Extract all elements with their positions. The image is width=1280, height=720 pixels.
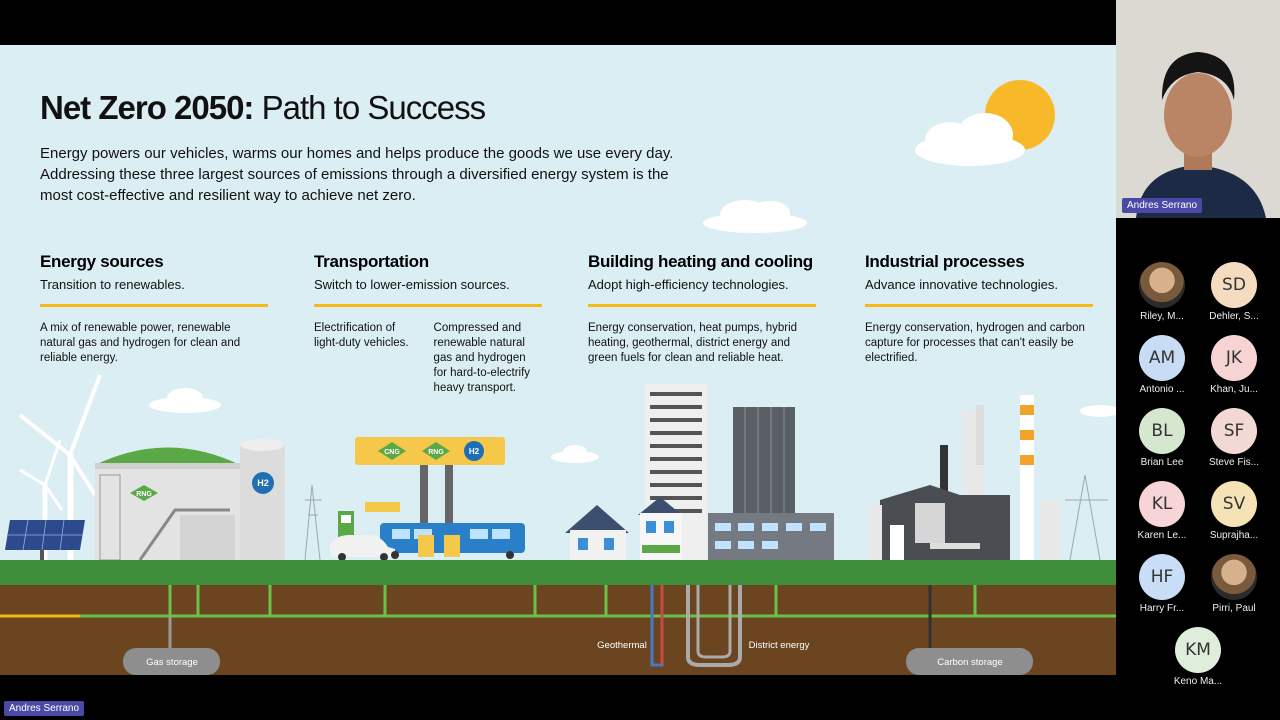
participant-tile[interactable]: SV Suprajha... <box>1198 481 1270 541</box>
participant-avatar: AM <box>1139 335 1185 381</box>
participant-tile[interactable]: SF Steve Fis... <box>1198 408 1270 468</box>
presenter-avatar <box>1116 0 1280 218</box>
participant-tile[interactable]: KM Keno Ma... <box>1162 627 1234 687</box>
district-energy-loop <box>686 585 742 667</box>
participant-avatar: HF <box>1139 554 1185 600</box>
presenter-video[interactable]: Andres Serrano <box>1116 0 1280 218</box>
column-subtitle: Adopt high-efficiency technologies. <box>588 277 789 292</box>
presenter-video-name: Andres Serrano <box>1122 198 1203 213</box>
column-energy-sources: Energy sources Transition to renewables.… <box>40 252 268 366</box>
participant-tile[interactable]: KL Karen Le... <box>1126 481 1198 541</box>
geothermal-label: Geothermal <box>597 640 647 651</box>
participant-name: Riley, M... <box>1140 311 1184 322</box>
participant-tile[interactable]: SD Dehler, S... <box>1198 262 1270 322</box>
column-title: Building heating and cooling <box>588 252 813 271</box>
participant-tile[interactable]: JK Khan, Ju... <box>1198 335 1270 395</box>
gas-storage-label: Gas storage <box>146 657 198 668</box>
power-tower-icon <box>304 474 1108 561</box>
fuel-station <box>330 437 525 561</box>
ground-surface <box>0 560 1116 585</box>
column-body: Energy conservation, hydrogen and carbon… <box>865 322 1085 364</box>
column-subtitle: Switch to lower-emission sources. <box>314 277 510 292</box>
cng-sign-label: CNG <box>384 449 400 456</box>
column-title: Transportation <box>314 252 429 271</box>
divider <box>314 304 542 307</box>
column-body: A mix of renewable power, renewable natu… <box>40 322 241 364</box>
participant-name: Dehler, S... <box>1209 311 1259 322</box>
cloud-icon <box>149 113 1116 463</box>
presenter-name-tag: Andres Serrano <box>4 701 85 716</box>
column-industrial: Industrial processes Advance innovative … <box>865 252 1093 366</box>
participant-tile[interactable]: BL Brian Lee <box>1126 408 1198 468</box>
participant-name: Keno Ma... <box>1173 676 1223 687</box>
participant-tile[interactable]: HF Harry Fr... <box>1126 554 1198 614</box>
column-subtitle: Transition to renewables. <box>40 277 185 292</box>
column-building-heating: Building heating and cooling Adopt high-… <box>588 252 816 366</box>
divider <box>40 304 268 307</box>
participant-name: Brian Lee <box>1140 457 1184 468</box>
participant-avatar: BL <box>1139 408 1185 454</box>
participant-avatar <box>1139 262 1185 308</box>
participant-name: Pirri, Paul <box>1212 603 1256 614</box>
column-transportation: Transportation Switch to lower-emission … <box>314 252 542 396</box>
energy-scene-illustration: RNG H2 CNG RNG H2 <box>0 80 1116 675</box>
participant-avatar <box>1211 554 1257 600</box>
gas-storage-chamber <box>123 648 220 675</box>
participant-avatar: KM <box>1175 627 1221 673</box>
participant-name: Harry Fr... <box>1139 603 1185 614</box>
divider <box>588 304 816 307</box>
participant-name: Khan, Ju... <box>1210 384 1258 395</box>
column-subtitle: Advance innovative technologies. <box>865 277 1058 292</box>
participant-panel: Andres Serrano Riley, M... SD Dehler, S...… <box>1116 0 1280 720</box>
divider <box>865 304 1093 307</box>
rng-storage-tank <box>95 439 285 561</box>
participant-name: Antonio ... <box>1139 384 1185 395</box>
carbon-storage-label: Carbon storage <box>937 657 1002 668</box>
participant-avatar: JK <box>1211 335 1257 381</box>
rng-sign-label: RNG <box>428 449 444 456</box>
h2-tank-label: H2 <box>257 478 269 488</box>
column-body: Energy conservation, heat pumps, hybrid … <box>588 322 798 364</box>
column-body: Electrification of light-duty vehicles. <box>314 322 409 349</box>
industrial-plant <box>868 395 1060 560</box>
participant-avatar: SD <box>1211 262 1257 308</box>
participant-name: Karen Le... <box>1137 530 1187 541</box>
participant-name: Suprajha... <box>1209 530 1259 541</box>
participant-avatar: KL <box>1139 481 1185 527</box>
h2-sign-label: H2 <box>469 447 480 456</box>
slide-title: Net Zero 2050: Path to Success <box>40 89 486 126</box>
rng-tank-label: RNG <box>136 491 152 498</box>
participant-tile[interactable]: AM Antonio ... <box>1126 335 1198 395</box>
participant-avatar: SV <box>1211 481 1257 527</box>
carbon-storage-chamber <box>906 648 1033 675</box>
participant-tile[interactable]: Riley, M... <box>1126 262 1198 322</box>
participant-avatar: SF <box>1211 408 1257 454</box>
participant-tile[interactable]: Pirri, Paul <box>1198 554 1270 614</box>
column-body-2: Compressed and renewable natural gas and… <box>433 322 531 394</box>
column-title: Industrial processes <box>865 252 1025 271</box>
district-energy-label: District energy <box>749 640 810 651</box>
buildings <box>565 384 834 560</box>
slide-intro: Energy powers our vehicles, warms our ho… <box>40 145 674 204</box>
presentation-slide: RNG H2 CNG RNG H2 <box>0 45 1116 675</box>
solar-panel-icon <box>5 519 85 560</box>
participant-name: Steve Fis... <box>1208 457 1259 468</box>
column-title: Energy sources <box>40 252 164 271</box>
